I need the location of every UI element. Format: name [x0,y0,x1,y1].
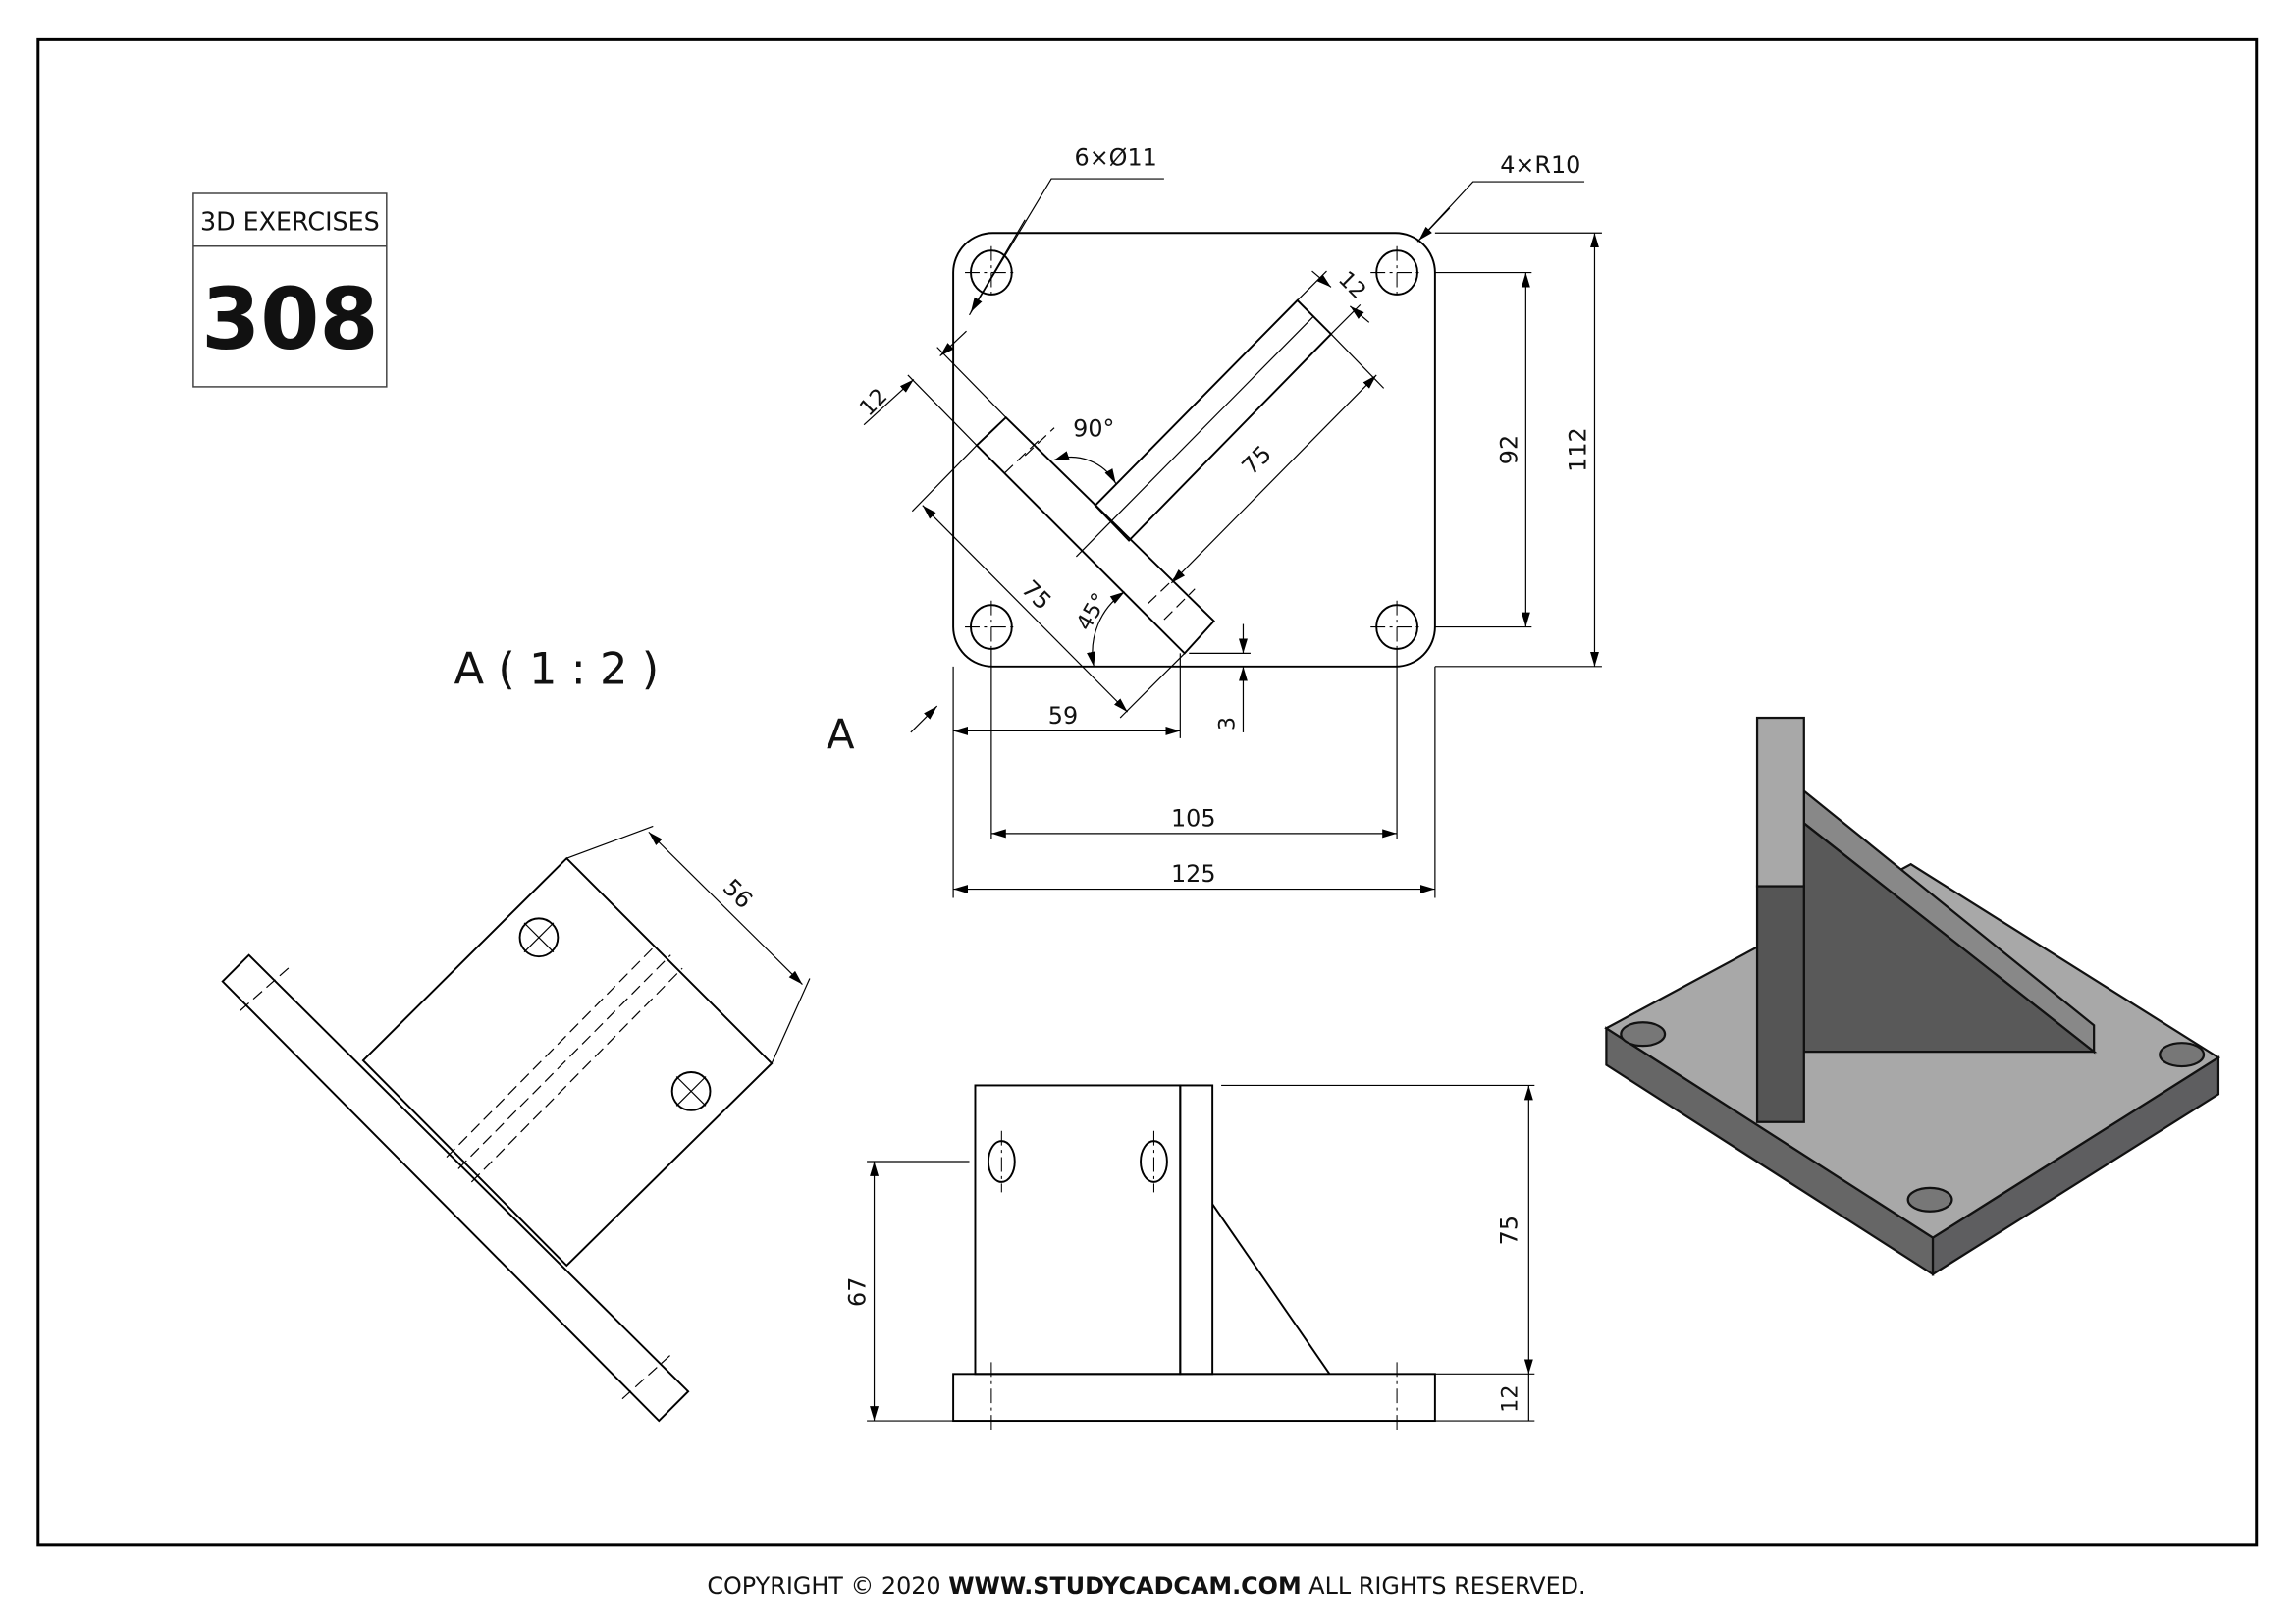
dim-59: 59 [1048,702,1078,730]
dim-56: 56 [718,874,758,914]
dim-angle-90: 90° [1073,415,1114,443]
auxiliary-view-a: A ( 1 : 2 ) 56 [221,643,811,1423]
dim-front-75: 75 [1495,1216,1522,1245]
exercise-number: 308 [201,271,379,369]
dim-112: 112 [1565,427,1592,472]
dim-flange-12: 12 [855,384,893,422]
dim-3: 3 [1215,717,1241,730]
dim-125: 125 [1171,860,1216,888]
dim-67: 67 [844,1277,872,1307]
rib [1094,298,1333,542]
sheet-border [36,37,2259,1547]
copyright-footer: COPYRIGHT © 2020 WWW.STUDYCADCAM.COM ALL… [707,1572,1585,1599]
top-view: 6×Ø11 4×R10 92 112 59 105 125 3 90° 45° … [827,144,1602,898]
view-arrow-label: A [827,710,855,758]
website-link[interactable]: WWW.STUDYCADCAM.COM [948,1572,1302,1599]
front-view: 67 75 12 [844,1084,1535,1433]
dim-holes: 6×Ø11 [1075,144,1157,172]
dim-front-12: 12 [1497,1384,1522,1412]
title-block: 3D EXERCISES 308 [192,192,388,388]
aux-view-label: A ( 1 : 2 ) [454,643,660,695]
isometric-view [1604,716,2221,1276]
dim-rib-12: 12 [1333,266,1371,304]
exercise-label: 3D EXERCISES [200,206,380,236]
dim-flange-75: 75 [1016,574,1056,615]
dim-92: 92 [1495,435,1522,464]
dim-105: 105 [1171,804,1216,832]
dim-radius: 4×R10 [1500,151,1580,179]
dim-angle-45: 45° [1072,588,1113,634]
dim-rib-75: 75 [1237,440,1277,480]
